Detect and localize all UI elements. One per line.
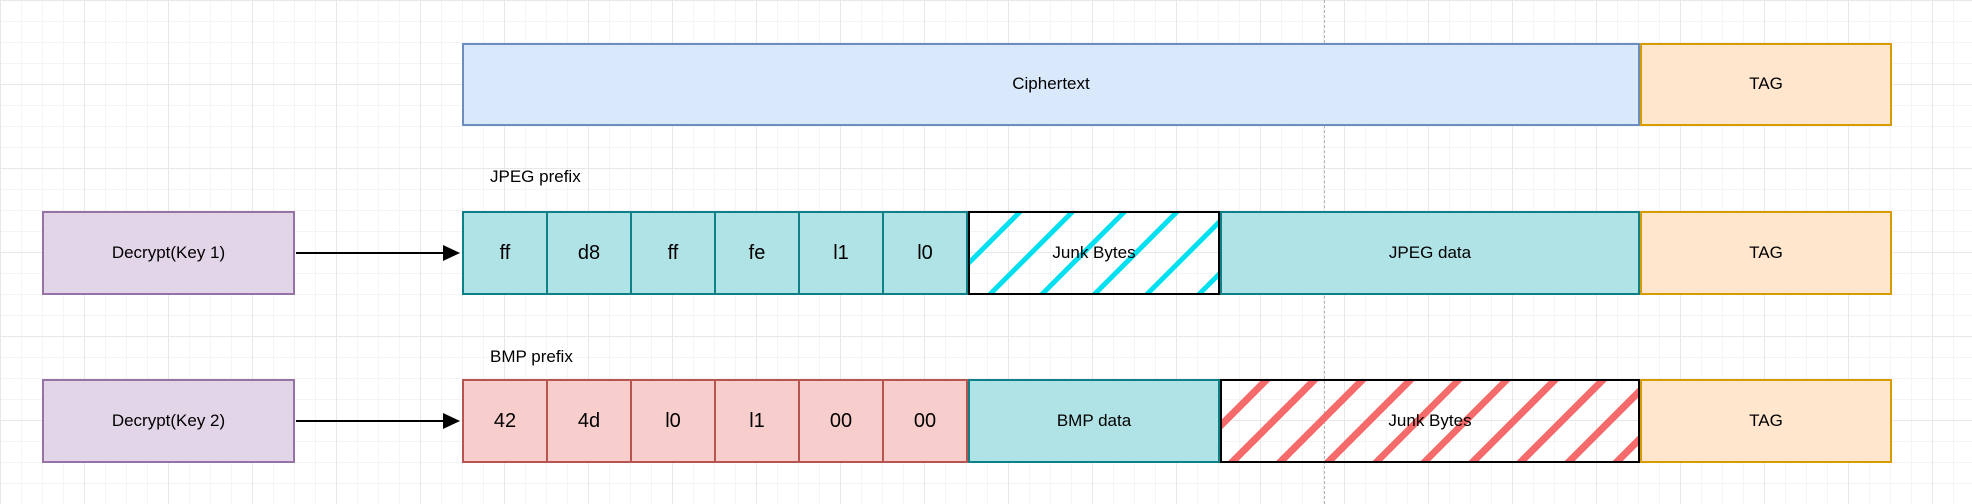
bmp-data-label: BMP data xyxy=(1056,410,1132,430)
jpeg-byte-cell: d8 xyxy=(546,213,630,293)
bmp-tag-box: TAG xyxy=(1640,379,1892,463)
decrypt-key2-label: Decrypt(Key 2) xyxy=(111,410,226,430)
bmp-byte-cell: 00 xyxy=(882,381,966,461)
ciphertext-box: Ciphertext xyxy=(462,43,1640,126)
arrow-key1-head xyxy=(443,245,460,261)
jpeg-tag-box: TAG xyxy=(1640,211,1892,295)
bmp-tag-label: TAG xyxy=(1749,410,1783,430)
ciphertext-label: Ciphertext xyxy=(1012,74,1090,94)
decrypt-key1-box: Decrypt(Key 1) xyxy=(42,211,295,295)
ciphertext-tag-label: TAG xyxy=(1749,74,1783,94)
bmp-byte-cell: l0 xyxy=(630,381,714,461)
bmp-byte-cell: 00 xyxy=(798,381,882,461)
bmp-junk-bytes-label: Junk Bytes xyxy=(1388,410,1472,430)
arrow-key2 xyxy=(296,413,460,429)
jpeg-tag-label: TAG xyxy=(1749,242,1783,262)
jpeg-byte-cell: l0 xyxy=(882,213,966,293)
bmp-byte-cell: l1 xyxy=(714,381,798,461)
jpeg-data-box: JPEG data xyxy=(1220,211,1640,295)
jpeg-byte-cell: l1 xyxy=(798,213,882,293)
bmp-prefix-label: BMP prefix xyxy=(490,347,573,366)
jpeg-byte-cell: ff xyxy=(630,213,714,293)
decrypt-key1-label: Decrypt(Key 1) xyxy=(111,242,226,262)
bmp-prefix-bytes: 42 4d l0 l1 00 00 xyxy=(462,379,968,463)
arrow-key1 xyxy=(296,245,460,261)
bmp-junk-bytes-box: Junk Bytes xyxy=(1220,379,1640,463)
bmp-byte-cell: 4d xyxy=(546,381,630,461)
jpeg-prefix-bytes: ff d8 ff fe l1 l0 xyxy=(462,211,968,295)
decrypt-key2-box: Decrypt(Key 2) xyxy=(42,379,295,463)
jpeg-junk-bytes-label: Junk Bytes xyxy=(1052,242,1136,262)
jpeg-byte-cell: ff xyxy=(499,241,511,264)
arrow-key2-head xyxy=(443,413,460,429)
jpeg-junk-bytes-box: Junk Bytes xyxy=(968,211,1220,295)
jpeg-prefix-label: JPEG prefix xyxy=(490,167,581,186)
bmp-byte-cell: 42 xyxy=(493,409,517,432)
bmp-data-box: BMP data xyxy=(968,379,1220,463)
jpeg-data-label: JPEG data xyxy=(1388,242,1472,262)
ciphertext-tag-box: TAG xyxy=(1640,43,1892,126)
jpeg-byte-cell: fe xyxy=(714,213,798,293)
